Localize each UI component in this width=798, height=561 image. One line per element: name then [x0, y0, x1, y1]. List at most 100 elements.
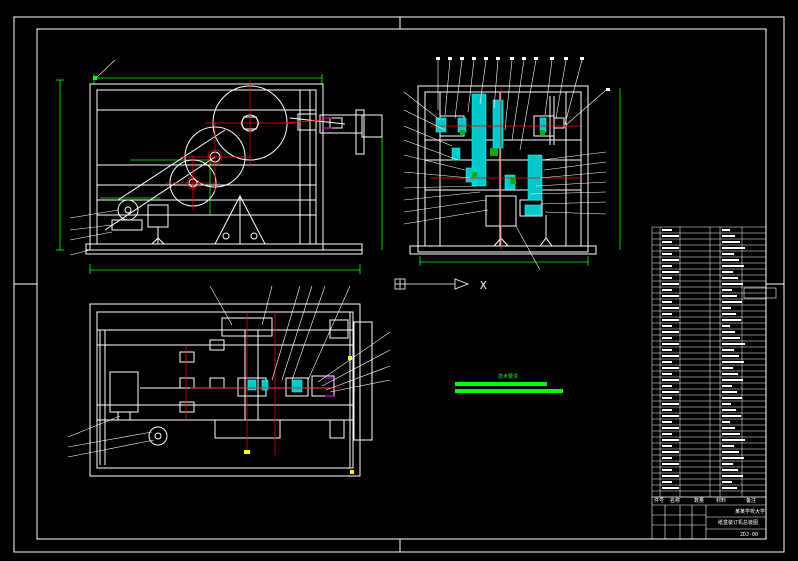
parts-list-entry-mark	[662, 421, 672, 423]
parts-list-entry-mark	[662, 361, 672, 363]
parts-list-entry-mark	[722, 487, 737, 489]
parts-list-entry-mark	[722, 355, 739, 357]
parts-list-entry-mark	[722, 427, 735, 429]
parts-list-entry-mark	[722, 391, 737, 393]
parts-list-entry-mark	[662, 301, 672, 303]
parts-list-entry-mark	[662, 487, 679, 489]
parts-list-entry-mark	[662, 277, 672, 279]
parts-list-entry-mark	[722, 439, 745, 441]
front-view-accent-parts	[322, 117, 332, 129]
parts-list-entry-mark	[662, 457, 672, 459]
front-view-balloon-marks	[93, 76, 97, 80]
parts-list-entry-mark	[722, 271, 733, 273]
parts-list-entry-mark	[662, 385, 672, 387]
parts-list-entry-mark	[662, 289, 672, 291]
title-block-drawing-name: 纸盒装订机总装图	[718, 519, 758, 526]
parts-list-entry-mark	[722, 409, 736, 411]
title-block-texts: 件号 名称 数量 材料 备注 某某学校大学 纸盒装订机总装图 ZDJ-00	[654, 497, 765, 538]
parts-list-entry-mark	[722, 319, 741, 321]
parts-list-entry-mark	[722, 235, 735, 237]
title-block-school: 某某学校大学	[735, 508, 765, 515]
title-block-bottom-0: 件号	[654, 497, 664, 504]
front-view-frame	[85, 83, 383, 255]
parts-list-entry-mark	[662, 373, 672, 375]
parts-list-entry-mark	[662, 337, 672, 339]
parts-list-entry-mark	[722, 229, 730, 231]
parts-list-entry-mark	[662, 349, 672, 351]
top-view-frame	[89, 303, 373, 477]
parts-list-entry-mark	[662, 397, 672, 399]
parts-list-entry-mark	[662, 283, 679, 285]
front-view	[56, 59, 383, 274]
title-block-bottom-2: 数量	[694, 497, 704, 504]
parts-list-entry-mark	[662, 325, 672, 327]
parts-list-entry-mark	[662, 463, 679, 465]
parts-list-entry-mark	[722, 343, 745, 345]
top-view	[67, 285, 391, 477]
parts-list-entry-mark	[662, 403, 679, 405]
parts-list-entry-mark	[662, 391, 679, 393]
parts-list-entry-mark	[662, 235, 679, 237]
side-view-highlight-parts	[460, 130, 545, 184]
parts-list-entry-mark	[662, 241, 672, 243]
parts-list-entry-mark	[722, 313, 736, 315]
parts-list-entry-mark	[662, 253, 672, 255]
parts-list-entry-mark	[662, 469, 672, 471]
parts-list-entry-mark	[662, 439, 679, 441]
parts-list-entry-mark	[722, 337, 740, 339]
parts-list-entry-mark	[722, 367, 733, 369]
parts-list-entry-mark	[662, 319, 679, 321]
parts-list-entry-mark	[722, 283, 743, 285]
parts-list-entry-mark	[722, 403, 731, 405]
top-view-sections	[247, 379, 303, 393]
parts-list-entry-mark	[662, 259, 679, 261]
top-view-yellow-marks	[244, 356, 354, 474]
parts-list-entry-mark	[722, 247, 745, 249]
axis-marker-label: X	[480, 279, 487, 292]
side-view-centerlines	[430, 88, 580, 250]
parts-list-entry-mark	[722, 397, 742, 399]
parts-list-entry-mark	[722, 373, 738, 375]
parts-list-entry-mark	[722, 385, 732, 387]
parts-list-entry-mark	[662, 433, 672, 435]
title-block-bottom-1: 名称	[670, 497, 680, 504]
parts-list-entry-mark	[662, 379, 679, 381]
parts-list-entry-mark	[722, 331, 735, 333]
legend-bar-title: 技术要求	[498, 373, 518, 380]
parts-list-entry-mark	[662, 343, 679, 345]
top-view-accent-parts	[325, 377, 335, 397]
side-view-dimensions	[419, 88, 621, 266]
title-block-bottom-4: 备注	[746, 497, 756, 504]
title-block-bottom-3: 材料	[716, 497, 726, 504]
title-block-drawing-no: ZDJ-00	[740, 532, 758, 538]
parts-list-entry-mark	[722, 433, 740, 435]
title-side-note	[743, 287, 777, 299]
parts-list-entry-mark	[722, 451, 739, 453]
parts-list-entry-mark	[662, 409, 672, 411]
legend-bars	[455, 382, 563, 393]
side-view	[403, 57, 621, 271]
parts-list-entry-mark	[722, 241, 740, 243]
parts-list-entry-mark	[722, 469, 738, 471]
parts-list-entry-mark	[662, 475, 679, 477]
parts-list	[651, 226, 767, 498]
parts-list-entry-mark	[722, 301, 742, 303]
side-view-leaders	[403, 59, 607, 271]
top-view-centerlines	[185, 312, 340, 455]
parts-list-entry-mark	[662, 445, 672, 447]
parts-list-entry-mark	[722, 325, 730, 327]
parts-list-entry-mark	[662, 247, 679, 249]
parts-list-entry-mark	[722, 445, 734, 447]
parts-list-entry-mark	[662, 229, 672, 231]
parts-list-entry-mark	[722, 307, 731, 309]
parts-list-entry-mark	[662, 331, 679, 333]
front-view-leaders	[69, 59, 119, 256]
parts-list-entry-mark	[722, 277, 738, 279]
parts-list-entry-mark	[662, 415, 679, 417]
axis-marker	[394, 278, 470, 290]
parts-list-entry-mark	[662, 427, 679, 429]
parts-list-entry-mark	[662, 271, 679, 273]
parts-list-entry-mark	[722, 457, 744, 459]
parts-list-entry-mark	[662, 265, 672, 267]
